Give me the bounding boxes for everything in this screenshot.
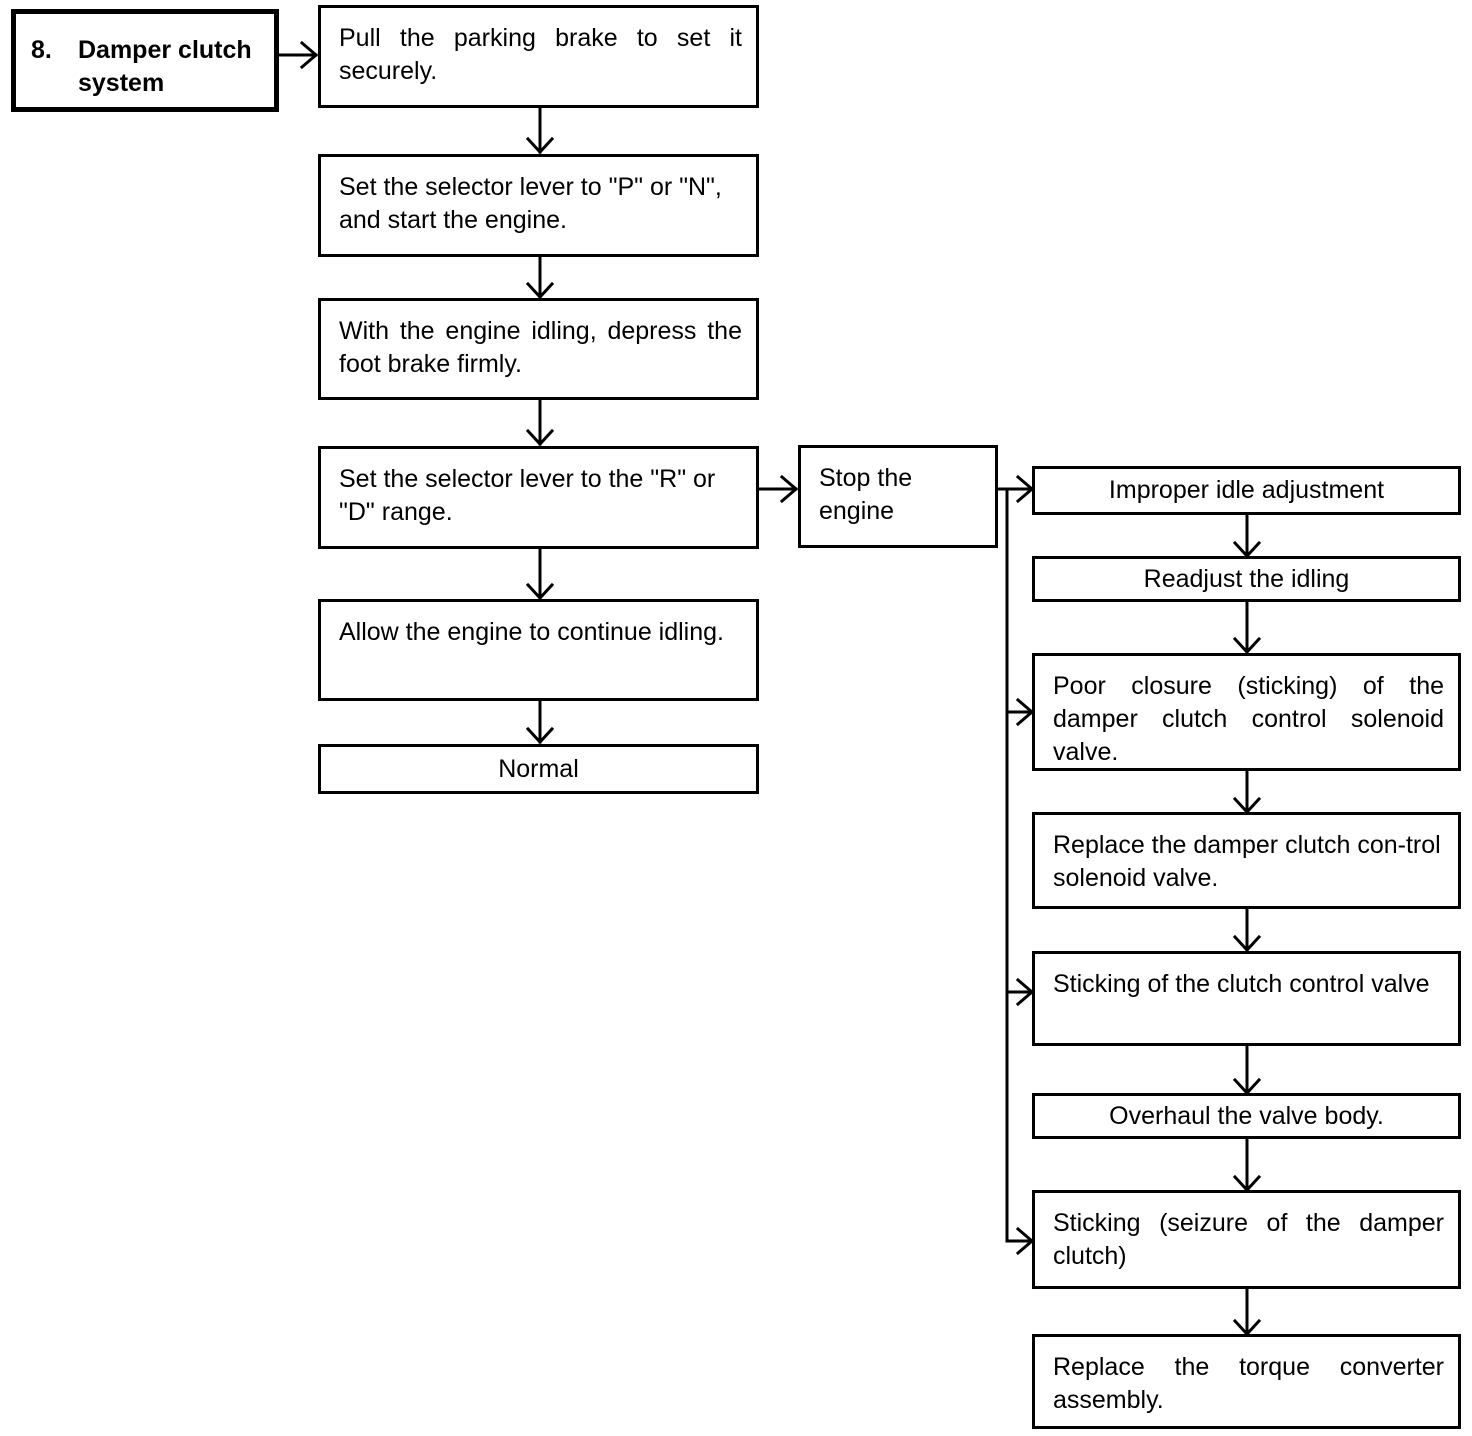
arrowhead: [1232, 934, 1262, 953]
section-title-box: 8. Damper clutch system: [11, 9, 279, 112]
arrowhead: [779, 474, 799, 504]
step-continue-idling: Allow the engine to continue idling.: [318, 599, 759, 701]
step-selector-r-d: Set the selector lever to the "R" or "D"…: [318, 446, 759, 549]
result-normal: Normal: [318, 744, 759, 794]
arrowhead: [525, 281, 555, 300]
arrowhead: [525, 428, 555, 447]
section-number: 8.: [31, 36, 52, 64]
remedy-overhaul-valve-body: Overhaul the valve body.: [1032, 1093, 1461, 1139]
step-parking-brake: Pull the parking brake to set it securel…: [318, 5, 759, 108]
step-stop-engine: Stop the engine: [798, 445, 998, 548]
cause-improper-idle: Improper idle adjustment: [1032, 466, 1461, 515]
cause-clutch-control-valve: Sticking of the clutch control valve: [1032, 951, 1461, 1046]
remedy-readjust-idling: Readjust the idling: [1032, 556, 1461, 602]
arrowhead: [525, 726, 555, 745]
arrowhead: [299, 40, 319, 70]
cause-solenoid-valve: Poor closure (sticking) of the damper cl…: [1032, 653, 1461, 771]
cause-damper-clutch-seizure: Sticking (seizure of the damper clutch): [1032, 1190, 1461, 1289]
step-selector-p-n: Set the selector lever to "P" or "N", an…: [318, 154, 759, 257]
section-title: Damper clutch system: [78, 36, 252, 97]
remedy-replace-torque-converter: Replace the torque converter assembly.: [1032, 1334, 1461, 1429]
remedy-replace-solenoid: Replace the damper clutch con-trol solen…: [1032, 812, 1461, 909]
arrowhead: [1232, 636, 1262, 655]
arrowhead: [525, 582, 555, 601]
step-depress-brake: With the engine idling, depress the foot…: [318, 298, 759, 400]
arrowhead: [525, 136, 555, 155]
